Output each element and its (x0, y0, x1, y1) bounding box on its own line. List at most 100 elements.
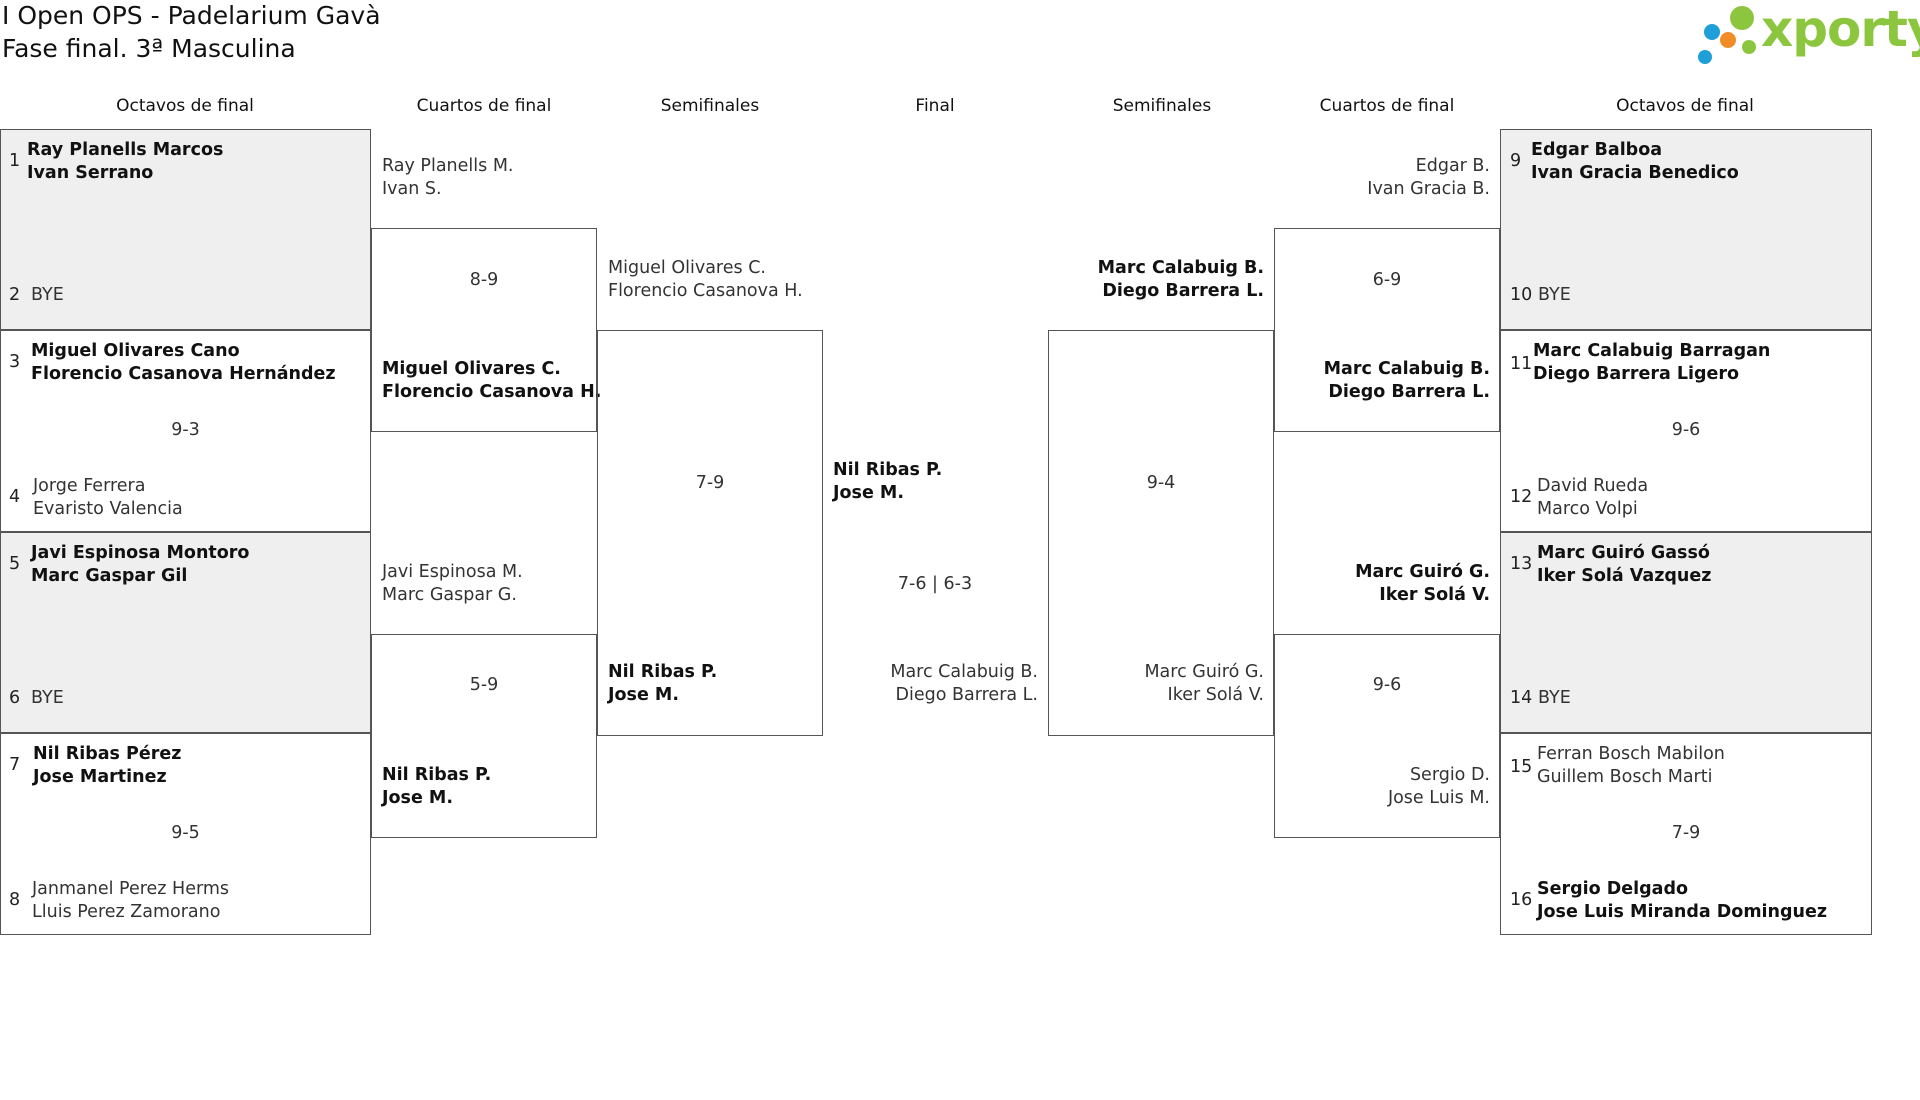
match-qf-right-1 (1274, 228, 1500, 432)
team-name: Diego Barrera Ligero (1533, 364, 1740, 384)
match-qf-left-2 (371, 634, 597, 838)
team-name: Miguel Olivares C. (608, 258, 766, 278)
match-r16-left-1 (0, 129, 371, 330)
team-name: Diego Barrera L. (1328, 382, 1490, 402)
team-name: Marc Guiró G. (1144, 662, 1264, 682)
team-name: Florencio Casanova Hernández (31, 364, 336, 384)
team-name: Sergio D. (1409, 765, 1490, 785)
team-name: Jorge Ferrera (33, 476, 146, 496)
match-r16-left-3 (0, 532, 371, 733)
header-sf-right: Semifinales (1112, 96, 1212, 116)
match-score: 5-9 (469, 675, 499, 695)
match-score: 9-6 (1671, 420, 1701, 440)
match-score: 7-9 (695, 473, 725, 493)
team-name: BYE (31, 285, 64, 305)
logo-dot-orange (1720, 32, 1736, 48)
seed-number: 13 (1510, 554, 1533, 574)
xporty-logo[interactable]: xporty (1694, 0, 1920, 70)
seed-number: 8 (9, 890, 21, 910)
seed-number: 14 (1510, 688, 1533, 708)
team-name: Jose M. (608, 685, 679, 705)
seed-number: 4 (9, 487, 21, 507)
match-score: 9-6 (1372, 675, 1402, 695)
header-qf-left: Cuartos de final (416, 96, 552, 116)
match-score: 9-4 (1146, 473, 1176, 493)
team-name: Ray Planells Marcos (27, 140, 224, 160)
team-name: Jose Luis Miranda Dominguez (1537, 902, 1828, 922)
match-r16-left-2 (0, 330, 371, 532)
team-name: Marc Calabuig B. (1323, 359, 1490, 379)
team-name: David Rueda (1537, 476, 1649, 496)
tournament-title: I Open OPS - Padelarium Gavà (2, 1, 381, 30)
team-name: Miguel Olivares C. (382, 359, 561, 379)
team-name: Ray Planells M. (382, 156, 514, 176)
seed-number: 12 (1510, 487, 1533, 507)
team-name: Marc Guiró Gassó (1537, 543, 1710, 563)
match-score: 6-9 (1372, 270, 1402, 290)
team-name: Nil Ribas P. (382, 765, 492, 785)
final-team-left: Nil Ribas P. (833, 460, 943, 480)
match-score: 9-5 (171, 823, 200, 843)
seed-number: 1 (9, 151, 21, 171)
header-sf-left: Semifinales (660, 96, 760, 116)
team-name: Javi Espinosa Montoro (31, 543, 250, 563)
team-name: Florencio Casanova H. (608, 281, 803, 301)
team-name: Iker Solá V. (1379, 585, 1490, 605)
final-team-left: Jose M. (833, 483, 904, 503)
match-sf-left (597, 330, 823, 736)
team-name: Sergio Delgado (1537, 879, 1689, 899)
match-sf-right (1048, 330, 1274, 736)
team-name: Ivan Serrano (27, 163, 154, 183)
team-name: Jose Martinez (33, 767, 167, 787)
seed-number: 9 (1510, 151, 1522, 171)
team-name: Guillem Bosch Marti (1537, 767, 1713, 787)
seed-number: 10 (1510, 285, 1533, 305)
tournament-subtitle: Fase final. 3ª Masculina (2, 34, 296, 63)
match-r16-right-4 (1500, 733, 1872, 935)
match-score: 7-9 (1671, 823, 1701, 843)
seed-number: 2 (9, 285, 21, 305)
logo-text: xporty (1761, 0, 1920, 58)
match-score: 8-9 (469, 270, 499, 290)
match-r16-left-4 (0, 733, 371, 935)
team-name: Ivan Gracia Benedico (1531, 163, 1739, 183)
team-name: Diego Barrera L. (1102, 281, 1264, 301)
team-name: Marc Guiró G. (1355, 562, 1490, 582)
team-name: Marco Volpi (1537, 499, 1638, 519)
header-qf-right: Cuartos de final (1319, 96, 1455, 116)
header-final: Final (915, 96, 955, 116)
team-name: Miguel Olivares Cano (31, 341, 240, 361)
team-name: Ivan S. (382, 179, 442, 199)
team-name: Marc Calabuig B. (1097, 258, 1264, 278)
team-name: Edgar B. (1415, 156, 1490, 176)
team-name: Ferran Bosch Mabilon (1537, 744, 1725, 764)
team-name: Iker Solá V. (1167, 685, 1264, 705)
seed-number: 5 (9, 554, 21, 574)
team-name: Iker Solá Vazquez (1537, 566, 1712, 586)
team-name: Evaristo Valencia (33, 499, 183, 519)
logo-dot-green-small (1742, 40, 1756, 54)
seed-number: 7 (9, 755, 21, 775)
team-name: Marc Gaspar G. (382, 585, 517, 605)
match-score: 9-3 (171, 420, 200, 440)
team-name: Marc Calabuig Barragan (1533, 341, 1771, 361)
header-r16-left: Octavos de final (116, 96, 254, 116)
team-name: Janmanel Perez Herms (32, 879, 230, 899)
team-name: Jose M. (382, 788, 453, 808)
team-name: Nil Ribas P. (608, 662, 718, 682)
team-name: BYE (31, 688, 64, 708)
logo-dot-green (1730, 6, 1754, 30)
team-name: BYE (1538, 688, 1571, 708)
match-qf-right-2 (1274, 634, 1500, 838)
seed-number: 16 (1510, 890, 1533, 910)
team-name: Lluis Perez Zamorano (32, 902, 221, 922)
final-team-right: Diego Barrera L. (895, 685, 1038, 705)
logo-dot-blue (1704, 24, 1720, 40)
seed-number: 6 (9, 688, 21, 708)
team-name: Nil Ribas Pérez (33, 744, 182, 764)
final-team-right: Marc Calabuig B. (890, 662, 1038, 682)
team-name: BYE (1538, 285, 1571, 305)
match-r16-right-2 (1500, 330, 1872, 532)
seed-number: 11 (1510, 354, 1533, 374)
seed-number: 3 (9, 352, 21, 372)
